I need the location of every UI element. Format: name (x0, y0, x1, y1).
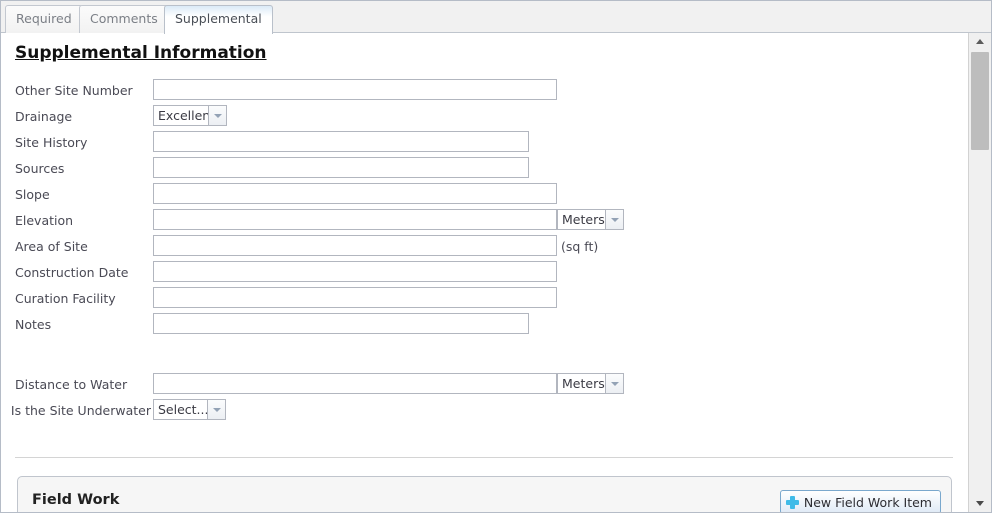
input-curation-facility[interactable] (153, 287, 557, 308)
input-distance-to-water[interactable] (153, 373, 557, 394)
tab-supplemental-label: Supplemental (175, 11, 262, 26)
label-area-of-site: Area of Site (15, 239, 88, 254)
tab-supplemental[interactable]: Supplemental (164, 5, 273, 34)
label-construction-date: Construction Date (15, 265, 129, 280)
label-slope: Slope (15, 187, 50, 202)
label-other-site-number: Other Site Number (15, 83, 133, 98)
tab-required-label: Required (16, 11, 72, 26)
label-curation-facility: Curation Facility (15, 291, 116, 306)
plus-icon (785, 495, 799, 509)
input-notes[interactable] (153, 313, 529, 334)
vertical-scrollbar[interactable] (968, 33, 991, 512)
chevron-down-icon[interactable] (208, 105, 227, 126)
form-row-slope: Slope (1, 183, 961, 209)
section-divider (15, 457, 953, 458)
input-construction-date[interactable] (153, 261, 557, 282)
chevron-down-icon[interactable] (605, 209, 624, 230)
label-distance-to-water: Distance to Water (15, 377, 128, 392)
form-row-notes: Notes (1, 313, 961, 339)
unit-combo-elevation-value: Meters (557, 209, 605, 230)
combo-drainage-value: Excellent (153, 105, 208, 126)
chevron-down-icon[interactable] (605, 373, 624, 394)
form-row-drainage: Drainage Excellent (1, 105, 961, 131)
content-viewport: Supplemental Information Other Site Numb… (1, 33, 968, 512)
page-title: Supplemental Information (15, 43, 267, 63)
tab-comments-label: Comments (90, 11, 158, 26)
combo-is-the-site-underwater[interactable]: Select... (153, 399, 226, 420)
form-row-distance-to-water: Distance to Water Meters (1, 373, 961, 399)
form-row-area-of-site: Area of Site (sq ft) (1, 235, 961, 261)
label-sources: Sources (15, 161, 65, 176)
form-row-sources: Sources (1, 157, 961, 183)
form-row-curation-facility: Curation Facility (1, 287, 961, 313)
form-row-other-site-number: Other Site Number (1, 79, 961, 105)
unit-combo-elevation[interactable]: Meters (557, 209, 624, 230)
new-fieldwork-item-button[interactable]: New Field Work Item (779, 490, 941, 512)
chevron-down-icon[interactable] (207, 399, 226, 420)
fieldwork-panel: Field Work New Field Work Item DeleteDat… (17, 476, 952, 512)
label-is-the-site-underwater: Is the Site Underwater (10, 403, 151, 418)
combo-drainage[interactable]: Excellent (153, 105, 227, 126)
unit-label-area-of-site: (sq ft) (561, 239, 599, 254)
tab-required[interactable]: Required (5, 5, 83, 33)
input-sources[interactable] (153, 157, 529, 178)
input-site-history[interactable] (153, 131, 529, 152)
input-elevation[interactable] (153, 209, 557, 230)
label-drainage: Drainage (15, 109, 73, 124)
label-elevation: Elevation (15, 213, 74, 228)
combo-is-the-site-underwater-value: Select... (153, 399, 207, 420)
fieldwork-title: Field Work (32, 492, 120, 508)
unit-combo-distance-to-water[interactable]: Meters (557, 373, 624, 394)
tab-comments[interactable]: Comments (79, 5, 169, 33)
input-other-site-number[interactable] (153, 79, 557, 100)
tab-strip: Required Comments Supplemental (1, 1, 991, 34)
input-slope[interactable] (153, 183, 557, 204)
scroll-thumb[interactable] (971, 52, 989, 150)
triangle-up-icon[interactable] (969, 33, 991, 50)
form-row-construction-date: Construction Date (1, 261, 961, 287)
input-area-of-site[interactable] (153, 235, 557, 256)
form-row-site-history: Site History (1, 131, 961, 157)
label-site-history: Site History (15, 135, 88, 150)
unit-combo-distance-to-water-value: Meters (557, 373, 605, 394)
triangle-down-icon[interactable] (969, 495, 991, 512)
new-fieldwork-item-label: New Field Work Item (803, 494, 932, 510)
form-row-elevation: Elevation Meters (1, 209, 961, 235)
label-notes: Notes (15, 317, 52, 332)
